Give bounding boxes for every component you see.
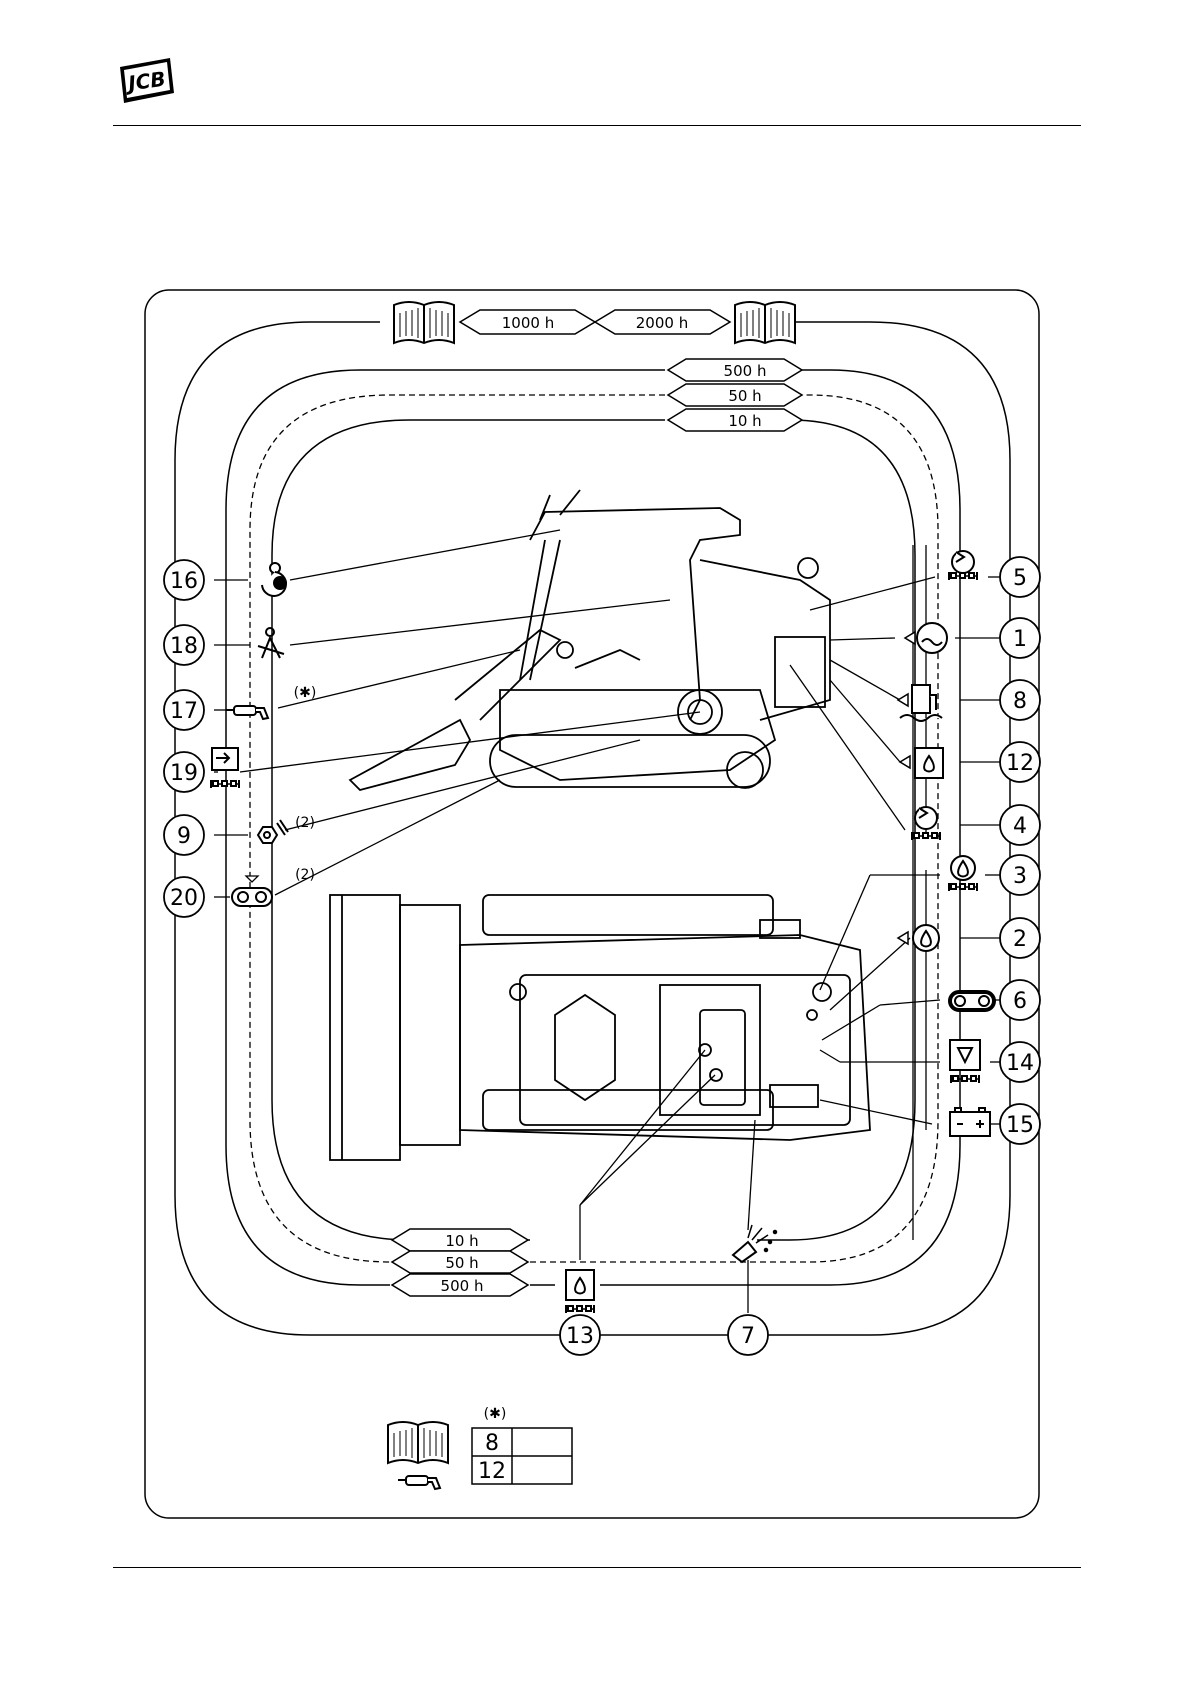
- air-filter-icon: [950, 1040, 980, 1083]
- callout-18-label: 18: [170, 634, 198, 659]
- machine-side-view: [350, 490, 830, 790]
- interval-1000h: 1000 h: [460, 310, 595, 334]
- callout-6: 6: [1000, 980, 1040, 1020]
- callout-14: 14: [1000, 1042, 1040, 1082]
- callout-13-label: 13: [566, 1324, 594, 1349]
- qty-9-note: (2): [295, 815, 315, 831]
- callout-13: 13: [560, 1315, 600, 1355]
- manual-icon: [388, 1422, 448, 1463]
- callout-16-label: 16: [170, 569, 198, 594]
- interval-10h-top-label: 10 h: [728, 412, 761, 430]
- callout-3: 3: [1000, 855, 1040, 895]
- callout-15: 15: [1000, 1104, 1040, 1144]
- battery-icon: [950, 1108, 990, 1136]
- loop-500h: [226, 370, 960, 1285]
- interval-500h-bottom: 500 h: [392, 1274, 528, 1296]
- nut-wrench-icon: [258, 820, 288, 843]
- interval-10h-bottom-label: 10 h: [445, 1232, 478, 1250]
- asterisk-note: (✱): [294, 685, 317, 701]
- callout-6-label: 6: [1013, 989, 1027, 1014]
- callout-12: 12: [1000, 742, 1040, 782]
- interval-500h-top: 500 h: [668, 359, 802, 381]
- callout-17-label: 17: [170, 699, 198, 724]
- engine-oil-icon: [898, 925, 939, 951]
- callout-20-label: 20: [170, 886, 198, 911]
- legend-row-1: 8: [485, 1431, 499, 1456]
- interval-10h-top: 10 h: [668, 409, 802, 431]
- loop-10h: [272, 420, 915, 1240]
- machine-top-view: [330, 895, 870, 1160]
- hydraulic-filter-icon: [211, 748, 239, 788]
- interval-500h-top-label: 500 h: [724, 362, 767, 380]
- grease-gun-icon: [398, 1476, 440, 1489]
- callout-1: 1: [1000, 618, 1040, 658]
- leader-lines: [214, 530, 1000, 1313]
- loop-50h: [250, 395, 938, 1262]
- manual-icon: [394, 302, 454, 343]
- callout-2-label: 2: [1013, 927, 1027, 952]
- callout-9: 9: [164, 815, 204, 855]
- callout-19: 19: [164, 752, 204, 792]
- track-tension-icon: [232, 876, 272, 906]
- legend-asterisk: (✱): [484, 1406, 507, 1422]
- interval-50h-bottom: 50 h: [392, 1251, 528, 1273]
- callout-12-label: 12: [1006, 751, 1034, 776]
- callout-8: 8: [1000, 680, 1040, 720]
- grease-gun-icon: [226, 706, 268, 719]
- interval-1000h-label: 1000 h: [502, 314, 554, 332]
- callout-16: 16: [164, 560, 204, 600]
- callout-1-label: 1: [1013, 627, 1027, 652]
- callout-2: 2: [1000, 918, 1040, 958]
- fuel-level-icon: [898, 685, 942, 721]
- manual-icon: [735, 302, 795, 343]
- hydraulic-oil-icon: [566, 1270, 594, 1313]
- callout-5: 5: [1000, 557, 1040, 597]
- callout-5-label: 5: [1013, 566, 1027, 591]
- callout-20: 20: [164, 877, 204, 917]
- engine-oil-icon: [949, 856, 977, 891]
- qty-20-note: (2): [295, 867, 315, 883]
- legend-row-2: 12: [478, 1459, 506, 1484]
- coolant-level-icon: [905, 623, 947, 653]
- interval-50h-top: 50 h: [668, 384, 802, 406]
- callout-4-label: 4: [1013, 814, 1027, 839]
- filter-service-icon: [949, 551, 977, 580]
- callout-7: 7: [728, 1315, 768, 1355]
- filter-service-icon: [912, 807, 940, 840]
- washer-spray-icon: [733, 1225, 777, 1262]
- interval-500h-bottom-label: 500 h: [441, 1277, 484, 1295]
- callout-9-label: 9: [177, 824, 191, 849]
- callout-18: 18: [164, 625, 204, 665]
- seat-belt-icon: [258, 628, 284, 658]
- hydraulic-oil-icon: [900, 748, 943, 778]
- callout-3-label: 3: [1013, 864, 1027, 889]
- engine-brake-gear-icon: [262, 563, 286, 596]
- callout-7-label: 7: [741, 1324, 755, 1349]
- drive-belt-icon: [950, 992, 994, 1010]
- interval-2000h-label: 2000 h: [636, 314, 688, 332]
- callout-8-label: 8: [1013, 689, 1027, 714]
- callout-4: 4: [1000, 805, 1040, 845]
- interval-50h-bottom-label: 50 h: [445, 1254, 478, 1272]
- callout-15-label: 15: [1006, 1113, 1034, 1138]
- interval-50h-top-label: 50 h: [728, 387, 761, 405]
- interval-2000h: 2000 h: [595, 310, 730, 334]
- callout-19-label: 19: [170, 761, 198, 786]
- callout-14-label: 14: [1006, 1051, 1034, 1076]
- callout-17: 17: [164, 690, 204, 730]
- interval-10h-bottom: 10 h: [392, 1229, 528, 1251]
